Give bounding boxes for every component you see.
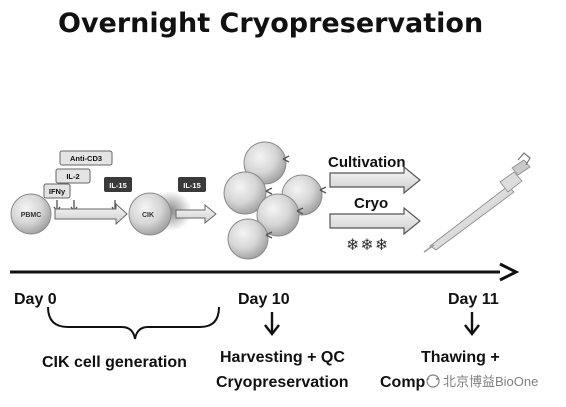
cell-cluster	[223, 141, 327, 260]
day-10-label: Day 10	[238, 291, 290, 308]
cryopreservation-label: Cryopreservation	[216, 374, 349, 391]
pbmc-to-cik-arrow	[54, 202, 128, 226]
harvest-down-arrow	[264, 312, 280, 336]
cik-generation-label: CIK cell generation	[42, 354, 187, 371]
generation-bracket	[47, 306, 220, 340]
cik-to-cluster-arrow	[175, 203, 217, 225]
il15-a-text: IL-15	[109, 181, 127, 190]
cik-label: CIK	[142, 212, 154, 219]
cik-cell: CIK	[128, 191, 192, 236]
reagent-stack: Anti-CD3 IL-2 IFNy	[43, 150, 113, 199]
pbmc-label: PBMC	[21, 212, 42, 219]
pbmc-cell: PBMC	[10, 193, 52, 235]
anti-cd3-label: Anti-CD3	[70, 154, 102, 163]
il2-label: IL-2	[66, 172, 79, 181]
wechat-watermark: 北京博益BioOne	[426, 374, 538, 389]
harvesting-qc-label: Harvesting + QC	[220, 349, 345, 366]
il15-label-b: IL-15	[178, 177, 206, 192]
ifny-label: IFNy	[49, 187, 66, 196]
cultivation-arrow: Cultivation	[328, 154, 421, 195]
il15-b-text: IL-15	[183, 181, 201, 190]
cultivation-label: Cultivation	[328, 154, 406, 171]
cryo-arrow: Cryo ❄❄❄	[329, 195, 421, 254]
comp-label: Comp	[380, 374, 426, 391]
il15-label-a: IL-15	[104, 177, 132, 192]
day-11-label: Day 11	[448, 291, 499, 308]
timeline-axis	[10, 262, 520, 282]
thawing-label: Thawing +	[421, 349, 500, 366]
day-0-label: Day 0	[14, 291, 57, 308]
pipette-icon	[423, 152, 531, 253]
thaw-down-arrow	[464, 312, 480, 336]
diagram-title: Overnight Cryopreservation	[58, 8, 483, 39]
watermark-text: 北京博益BioOne	[443, 374, 538, 389]
cryo-label: Cryo	[354, 195, 388, 212]
snowflake-icons: ❄❄❄	[346, 235, 389, 254]
